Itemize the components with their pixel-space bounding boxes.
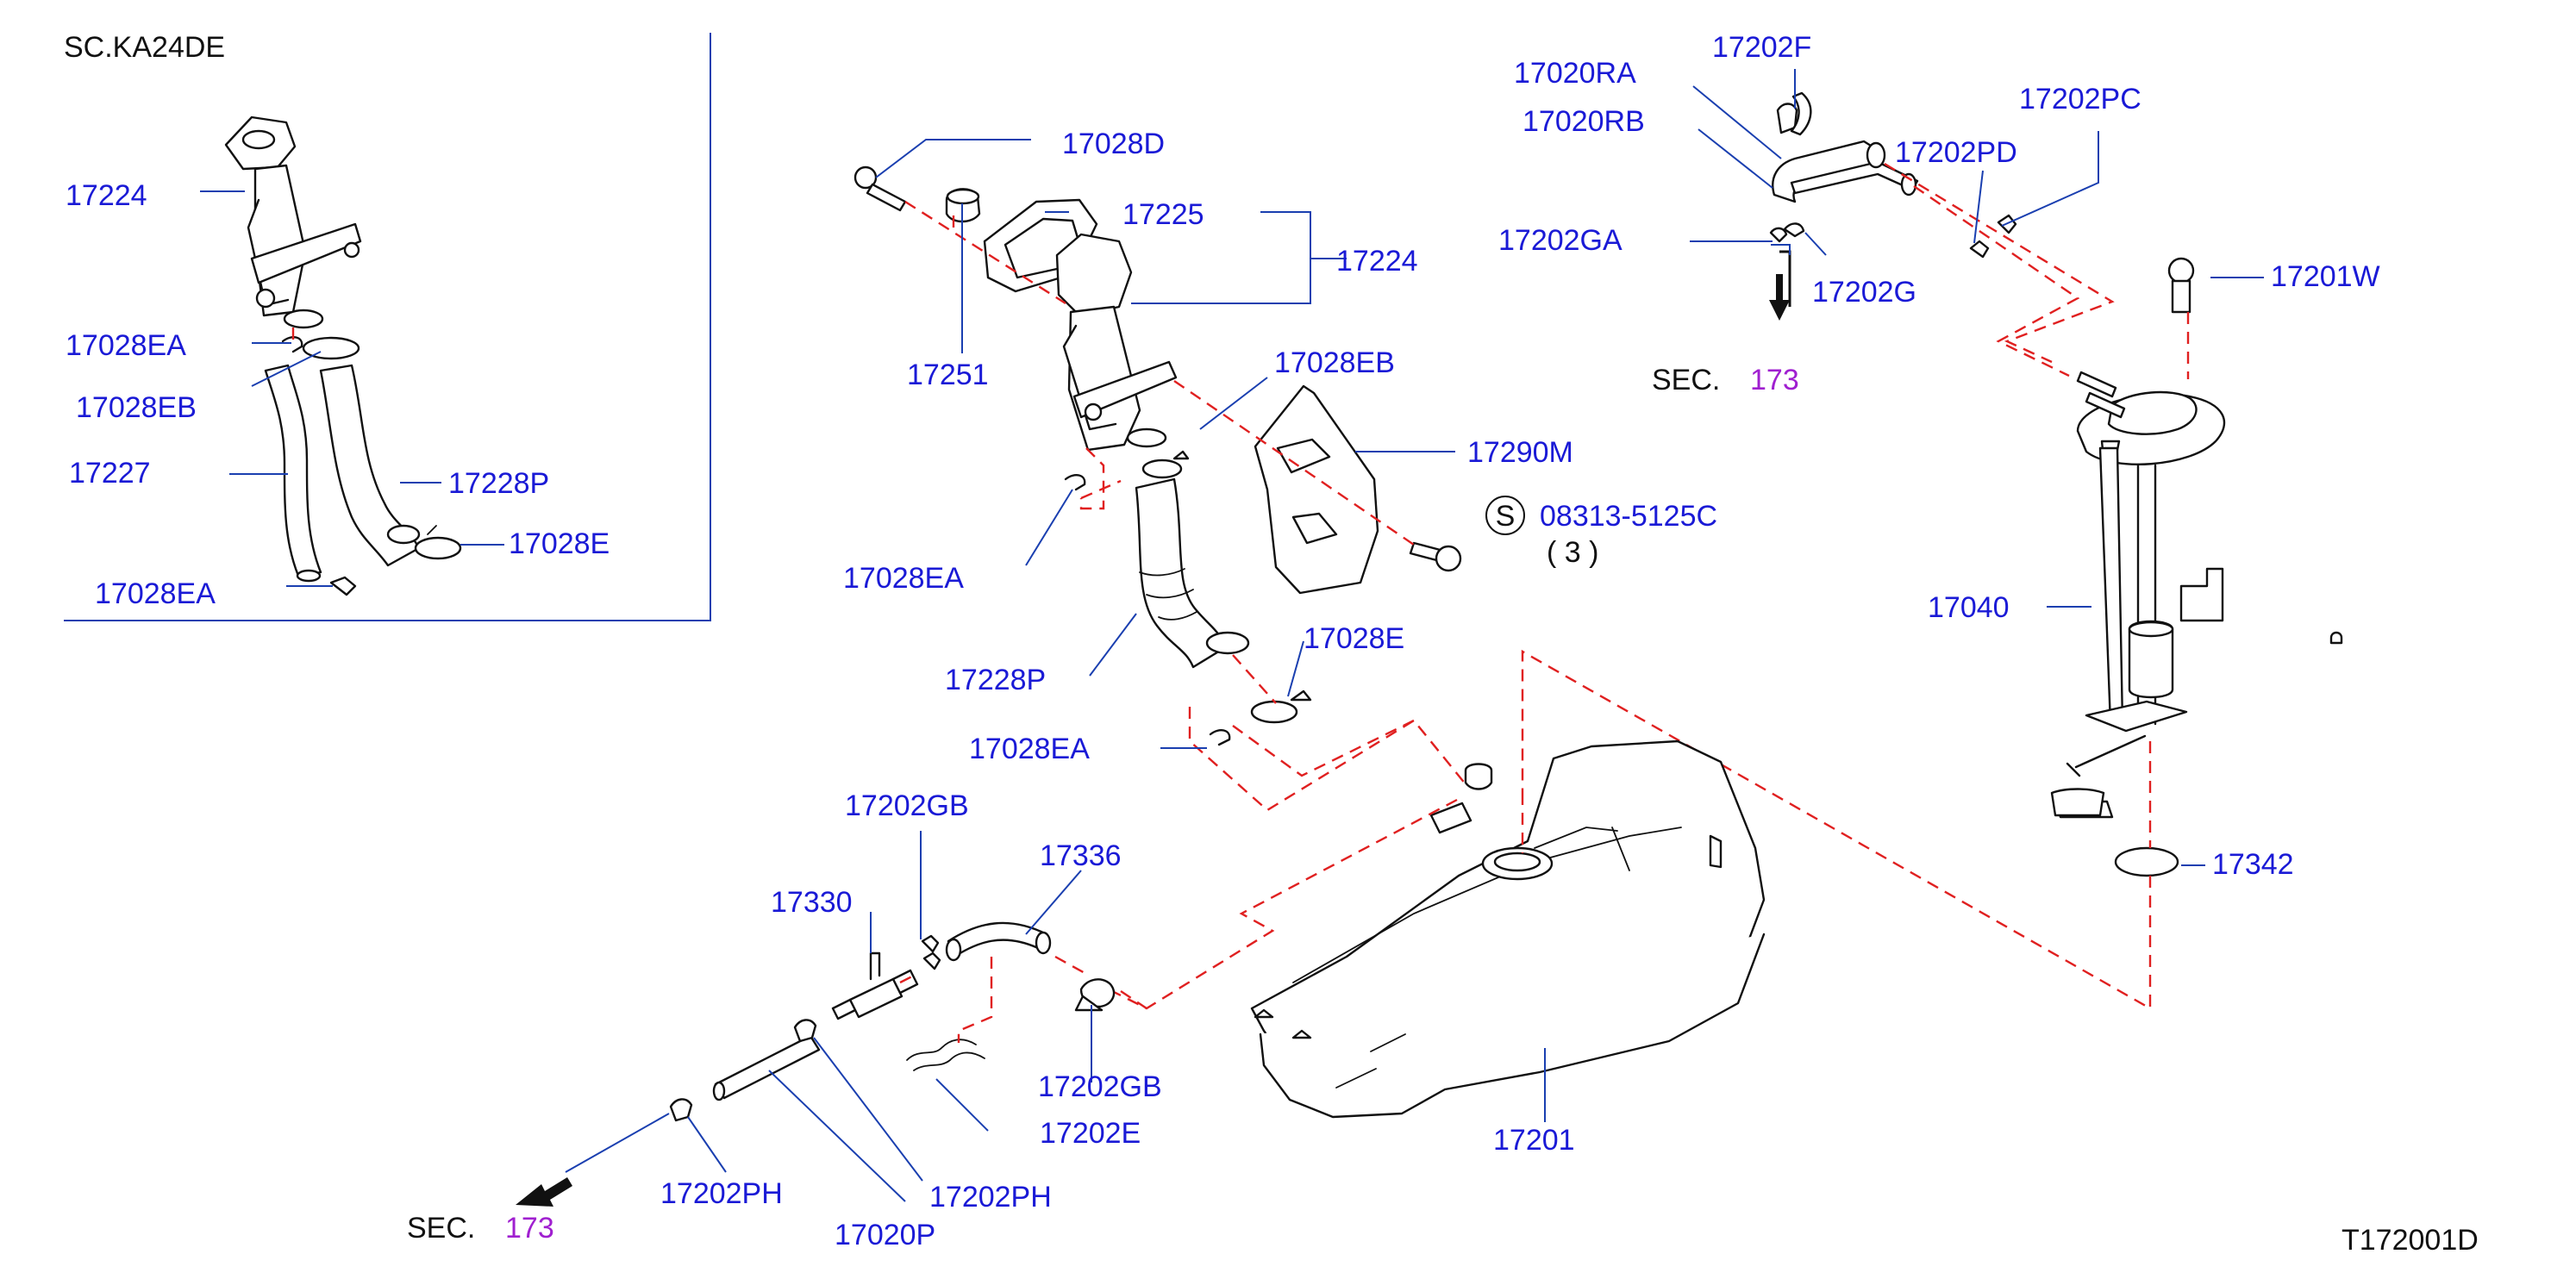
label-08313-5125C: 08313-5125C — [1540, 500, 1717, 533]
label-17020RA: 17020RA — [1514, 57, 1636, 90]
sec-word-top: SEC. — [1652, 364, 1720, 396]
inset-label-17028EA-top: 17028EA — [66, 329, 186, 362]
label-17336: 17336 — [1040, 839, 1122, 872]
label-17202GA: 17202GA — [1498, 224, 1623, 257]
label-17330: 17330 — [771, 886, 853, 919]
label-17202GB-bottom: 17202GB — [1038, 1070, 1162, 1103]
label-17028D: 17028D — [1062, 128, 1165, 160]
inset-label-17028EB: 17028EB — [76, 391, 197, 424]
label-17202PH-left: 17202PH — [660, 1177, 783, 1210]
bolt-symbol: S — [1496, 500, 1516, 533]
inset-title: SC.KA24DE — [64, 31, 225, 64]
label-17040: 17040 — [1928, 591, 2010, 624]
sec-number-bottom: 173 — [505, 1212, 554, 1245]
inset-label-17028EA-bottom: 17028EA — [95, 577, 216, 610]
inset-filler-neck — [224, 115, 362, 329]
filler-neck-assembly — [853, 165, 1462, 746]
label-17202F: 17202F — [1712, 31, 1811, 64]
label-17202GB-top: 17202GB — [845, 789, 969, 822]
label-17251: 17251 — [907, 359, 989, 391]
fuel-tank — [1250, 739, 1766, 1119]
vent-tube-assembly — [1769, 91, 2017, 259]
label-17201: 17201 — [1493, 1124, 1575, 1157]
label-17290M: 17290M — [1467, 436, 1573, 469]
bolt-callout: S 08313-5125C ( 3 ) — [1485, 496, 1717, 569]
label-17228P: 17228P — [945, 664, 1046, 696]
label-17028EA-low: 17028EA — [969, 733, 1090, 765]
inset-label-17028E: 17028E — [509, 527, 610, 560]
label-17202E: 17202E — [1040, 1117, 1141, 1150]
inset-label-17224: 17224 — [66, 179, 147, 212]
label-17201W: 17201W — [2271, 260, 2380, 293]
fuel-pump-assembly — [2050, 257, 2343, 877]
label-17202PH-right: 17202PH — [929, 1181, 1052, 1213]
inset-label-17228P: 17228P — [448, 467, 549, 500]
bolt-quantity: ( 3 ) — [1547, 536, 1598, 569]
label-17020P: 17020P — [835, 1219, 935, 1251]
label-17028EB: 17028EB — [1274, 346, 1395, 379]
sec-number-top: 173 — [1750, 364, 1799, 396]
label-17028E: 17028E — [1304, 622, 1404, 655]
fuel-line-assembly — [669, 921, 1116, 1122]
inset-panel: SC.KA24DE 17224 17028EA — [64, 31, 711, 621]
label-17202G: 17202G — [1812, 276, 1916, 309]
label-17202PC: 17202PC — [2019, 83, 2141, 115]
label-17342: 17342 — [2212, 848, 2294, 881]
inset-label-17227: 17227 — [69, 457, 151, 490]
label-17028EA-mid: 17028EA — [843, 562, 964, 595]
section-ref-top: SEC. 173 — [1652, 244, 1799, 396]
label-17202PD: 17202PD — [1895, 136, 2017, 169]
label-17020RB: 17020RB — [1522, 105, 1645, 138]
label-17225: 17225 — [1122, 198, 1204, 231]
label-17224: 17224 — [1336, 245, 1418, 278]
sec-word-bottom: SEC. — [407, 1212, 475, 1245]
figure-code: T172001D — [2342, 1224, 2479, 1257]
section-ref-bottom: SEC. 173 — [407, 1113, 670, 1245]
